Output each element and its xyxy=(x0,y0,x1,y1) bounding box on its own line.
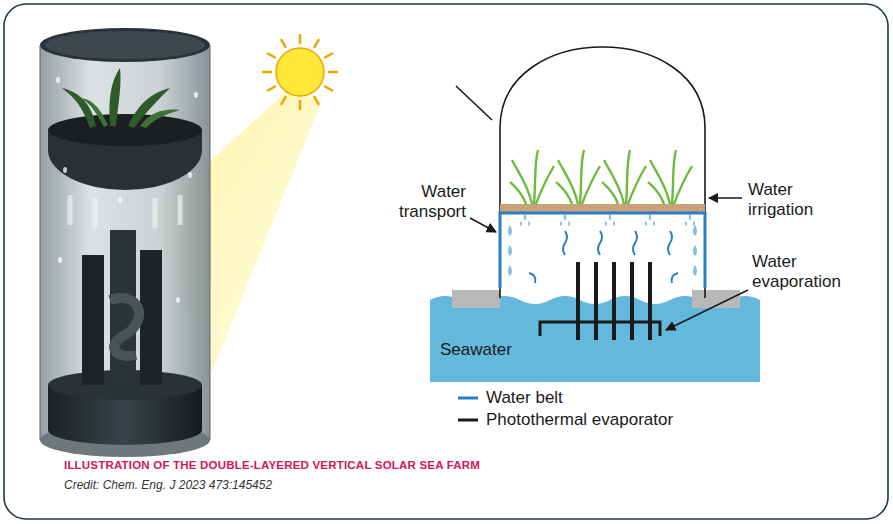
legend-text: Water belt xyxy=(486,388,563,408)
grass xyxy=(510,150,692,204)
caption-title: ILLUSTRATION OF THE DOUBLE-LAYERED VERTI… xyxy=(64,459,480,471)
water-belt xyxy=(500,213,705,288)
dome-opening xyxy=(456,86,492,120)
water-drops xyxy=(508,214,697,277)
callout-label: Water evaporation xyxy=(752,252,862,292)
card-border xyxy=(4,4,888,519)
leader-arrow xyxy=(470,218,496,232)
caption-credit: Credit: Chem. Eng. J 2023 473:145452 xyxy=(64,478,272,492)
callout-label: Water transport xyxy=(380,182,466,222)
vapor-arrows xyxy=(529,231,678,283)
callout-label: Water irrigation xyxy=(748,180,848,220)
legend-line xyxy=(458,419,478,422)
legend-text: Photothermal evaporator xyxy=(486,410,673,430)
node-text: Seawater xyxy=(440,340,512,360)
leader-arrow xyxy=(666,290,748,330)
leader-arrow xyxy=(709,197,742,199)
sun-symbol xyxy=(262,34,338,110)
float-block xyxy=(452,290,500,308)
photothermal-evaporator xyxy=(540,262,660,340)
legend-line xyxy=(458,397,478,400)
sea-farm-cylinder xyxy=(40,28,210,457)
seawater-node: Seawater xyxy=(440,340,512,360)
dome-outline xyxy=(500,47,705,298)
